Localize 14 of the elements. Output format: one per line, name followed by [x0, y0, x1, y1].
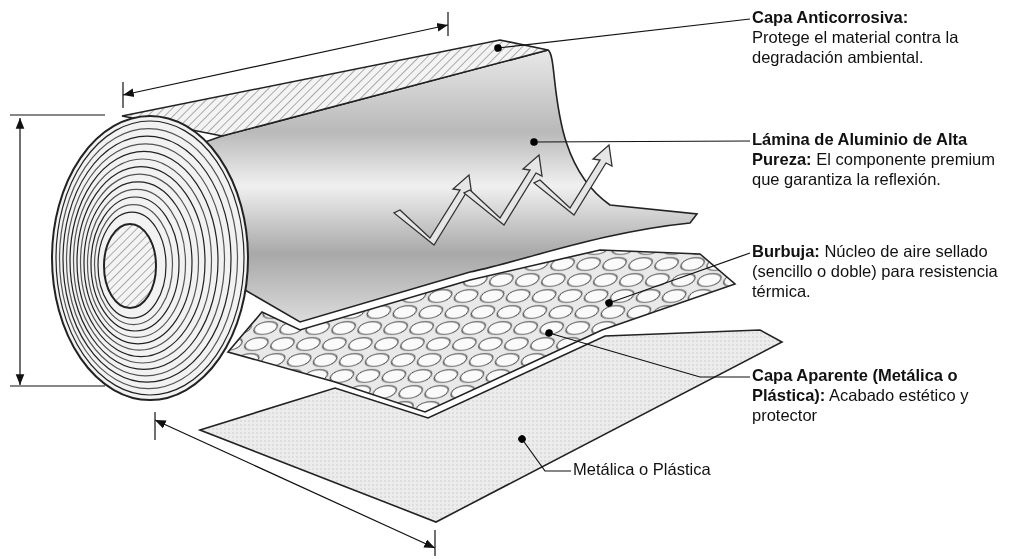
callout-text: Capa Aparente (Metálica o Plástica): Acabado estético y protector: [752, 366, 1017, 426]
aluminium-foil-sheet: [204, 49, 698, 323]
callout-heading: Capa Anticorrosiva:: [752, 8, 910, 28]
bubble-layer: [226, 249, 737, 413]
callout-text: Burbuja: Núcleo de aire sellado (sencillo o doble) para resistencia térmica.: [752, 242, 1017, 302]
leader-line: [518, 435, 572, 472]
leader-line: [605, 252, 751, 307]
callout-text: Lámina de Aluminio de Alta Pureza: El componente premium que garantiza la reflexión.: [752, 130, 1017, 190]
leader-line: [494, 18, 751, 52]
anticorrosive-layer: [121, 39, 549, 137]
leader-line: [530, 138, 751, 146]
callout-text: Protege el material contra la degradación ambiental.: [752, 27, 960, 68]
callout-text: Metálica o Plástica: [573, 460, 711, 480]
leader-line: [545, 329, 751, 378]
